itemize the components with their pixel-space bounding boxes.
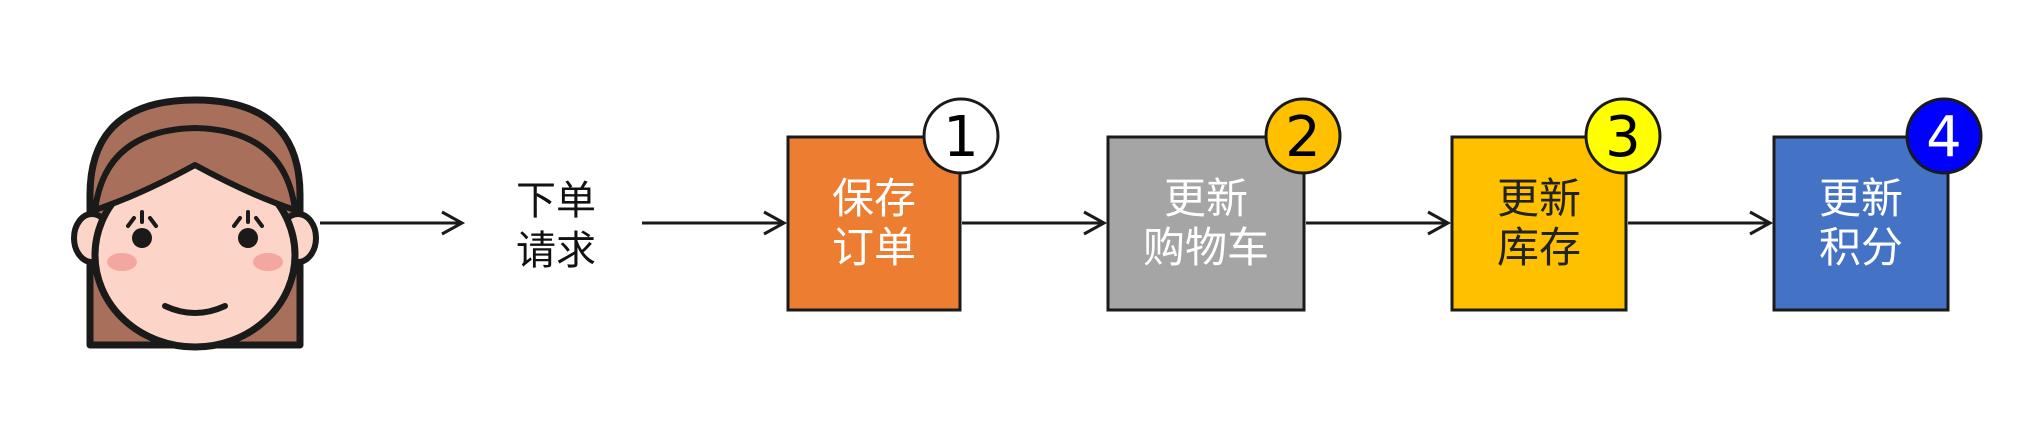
step-label-line1: 更新 — [1819, 174, 1903, 223]
step-label-line2: 购物车 — [1143, 223, 1269, 272]
request-label-line2: 请求 — [516, 228, 596, 274]
step-update-points: 更新 积分 4 — [1772, 97, 1983, 312]
step-label-line2: 订单 — [832, 223, 916, 272]
step-label-line1: 更新 — [1497, 174, 1581, 223]
step-number-badge: 2 — [1285, 105, 1321, 170]
step-label-line1: 保存 — [832, 174, 916, 223]
girl-avatar-icon — [71, 96, 319, 351]
step-number-badge: 1 — [943, 105, 979, 170]
step-save-order: 保存 订单 1 — [786, 97, 1000, 312]
step-update-cart: 更新 购物车 2 — [1106, 97, 1342, 312]
step-label-line2: 库存 — [1497, 223, 1581, 272]
request-label: 下单 请求 — [516, 178, 596, 274]
request-label-line1: 下单 — [516, 178, 596, 224]
step-label-line1: 更新 — [1164, 174, 1248, 223]
step-number-badge: 4 — [1926, 105, 1962, 170]
step-number-badge: 3 — [1605, 105, 1641, 170]
step-label-line2: 积分 — [1819, 223, 1903, 272]
step-update-inventory: 更新 库存 3 — [1450, 97, 1662, 312]
